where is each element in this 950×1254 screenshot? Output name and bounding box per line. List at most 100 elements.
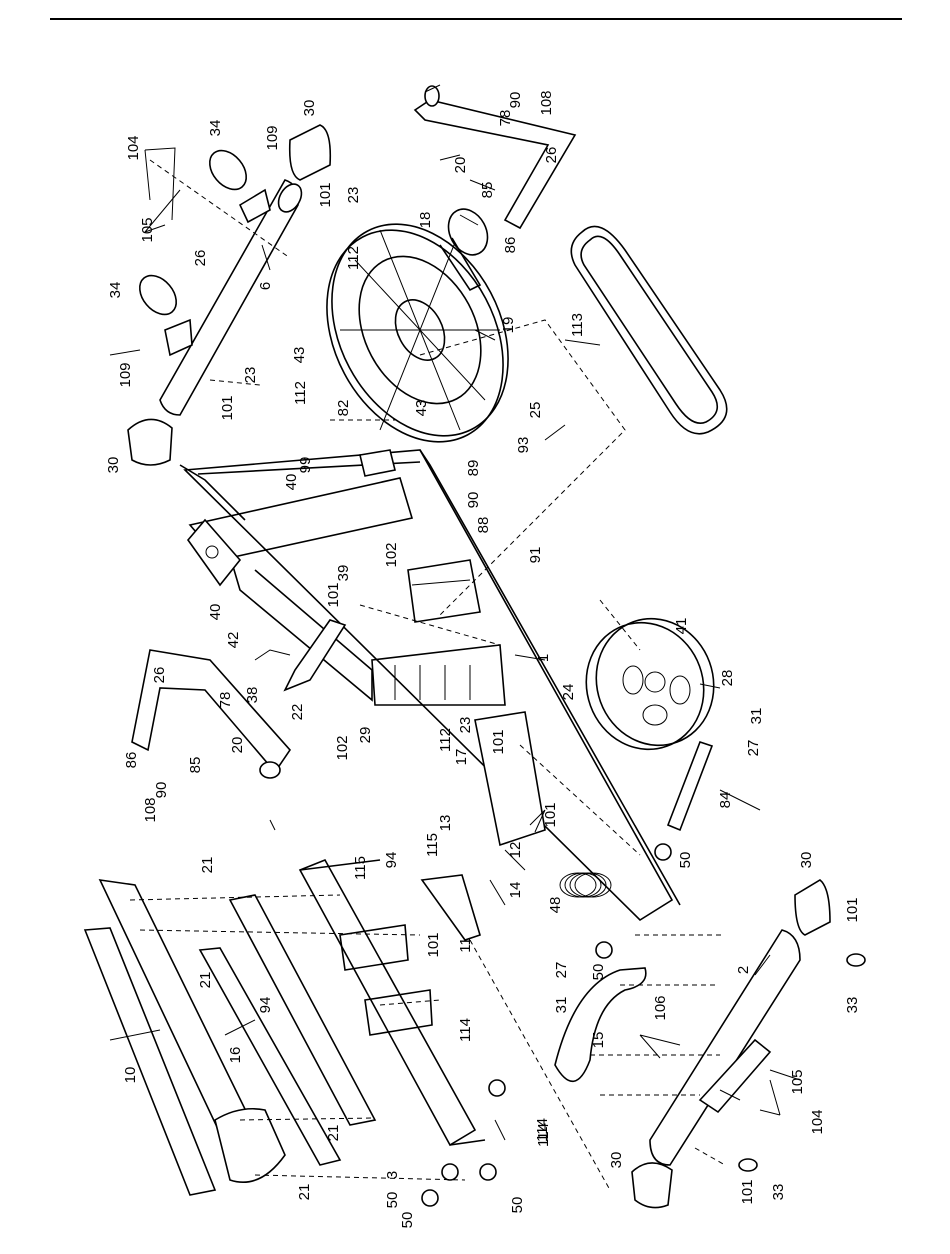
part-callout-33: 33 xyxy=(844,997,861,1014)
part-callout-108: 108 xyxy=(142,797,159,822)
part-callout-6: 6 xyxy=(257,282,274,290)
part-callout-41: 41 xyxy=(673,618,690,635)
part-callout-112: 112 xyxy=(292,381,309,405)
part-callout-50: 50 xyxy=(677,852,694,869)
part-callout-12: 12 xyxy=(507,842,524,859)
part-callout-109: 109 xyxy=(117,362,134,387)
part-callout-101: 101 xyxy=(542,802,559,827)
part-callout-89: 89 xyxy=(465,460,482,477)
part-callout-29: 29 xyxy=(357,727,374,744)
part-callout-38: 38 xyxy=(244,687,261,704)
part-callout-19: 19 xyxy=(500,317,517,334)
part-callout-114: 114 xyxy=(535,1123,552,1147)
part-callout-101: 101 xyxy=(425,932,442,957)
part-callout-39: 39 xyxy=(335,565,352,582)
part-callout-101: 101 xyxy=(490,729,507,754)
part-callout-18: 18 xyxy=(417,212,434,229)
part-callout-86: 86 xyxy=(502,237,519,254)
part-callout-27: 27 xyxy=(745,740,762,757)
part-callout-31: 31 xyxy=(553,997,570,1014)
part-callout-14: 14 xyxy=(507,882,524,899)
part-callout-33: 33 xyxy=(770,1184,787,1201)
part-callout-24: 24 xyxy=(560,684,577,701)
part-callout-102: 102 xyxy=(383,542,400,567)
part-callout-101: 101 xyxy=(317,182,334,207)
part-callout-34: 34 xyxy=(107,282,124,299)
part-callout-48: 48 xyxy=(547,897,564,914)
part-callout-94: 94 xyxy=(383,852,400,869)
belt-part xyxy=(570,225,728,435)
part-callout-42: 42 xyxy=(225,632,242,649)
part-callout-109: 109 xyxy=(264,125,281,150)
top-rule xyxy=(50,18,902,20)
part-callout-85: 85 xyxy=(187,757,204,774)
part-callout-108: 108 xyxy=(538,90,555,115)
part-callout-94: 94 xyxy=(257,997,274,1014)
part-callout-115: 115 xyxy=(424,833,441,857)
part-callout-1: 1 xyxy=(535,654,552,662)
part-callout-78: 78 xyxy=(217,692,234,709)
part-callout-102: 102 xyxy=(334,735,351,760)
part-callout-86: 86 xyxy=(123,752,140,769)
part-callout-10: 10 xyxy=(122,1067,139,1084)
part-callout-93: 93 xyxy=(515,437,532,454)
part-callout-90: 90 xyxy=(465,492,482,509)
part-callout-85: 85 xyxy=(479,182,496,199)
flywheel-part xyxy=(585,617,715,751)
part-callout-101: 101 xyxy=(219,395,236,420)
part-callout-115: 115 xyxy=(352,856,369,880)
part-callout-23: 23 xyxy=(457,717,474,734)
part-callout-13: 13 xyxy=(437,815,454,832)
handle-part xyxy=(554,967,647,1083)
alignment-lines xyxy=(129,159,726,1191)
rail-part xyxy=(83,878,377,1196)
part-callout-16: 16 xyxy=(227,1047,244,1064)
part-callout-82: 82 xyxy=(335,400,352,417)
part-callout-114: 114 xyxy=(457,1018,474,1042)
part-callout-2: 2 xyxy=(735,966,752,974)
part-callout-20: 20 xyxy=(229,737,246,754)
part-callout-21: 21 xyxy=(199,857,216,874)
rocker-link xyxy=(254,619,347,692)
bushings xyxy=(421,843,672,1207)
base-rail-part xyxy=(649,929,801,1166)
rollers xyxy=(138,149,248,316)
shock-part xyxy=(666,740,714,832)
part-callout-23: 23 xyxy=(242,367,259,384)
crank-arm-upper xyxy=(413,84,577,230)
part-callout-43: 43 xyxy=(413,400,430,417)
crank-arm-lower xyxy=(131,649,292,779)
part-callout-21: 21 xyxy=(296,1184,313,1201)
part-callout-43: 43 xyxy=(291,347,308,364)
part-callout-104: 104 xyxy=(125,135,142,160)
part-callout-25: 25 xyxy=(527,402,544,419)
part-callout-50: 50 xyxy=(590,964,607,981)
part-callout-104: 104 xyxy=(809,1109,826,1134)
part-callout-84: 84 xyxy=(717,792,734,809)
part-callout-21: 21 xyxy=(325,1125,342,1142)
part-callout-30: 30 xyxy=(301,100,318,117)
part-callout-113: 113 xyxy=(569,313,586,337)
end-caps xyxy=(127,124,831,1209)
part-callout-20: 20 xyxy=(452,157,469,174)
part-callout-34: 34 xyxy=(207,120,224,137)
part-callout-101: 101 xyxy=(739,1179,756,1204)
part-callout-3: 3 xyxy=(384,1171,401,1179)
part-callout-27: 27 xyxy=(553,962,570,979)
part-callout-26: 26 xyxy=(151,667,168,684)
part-callout-21: 21 xyxy=(197,972,214,989)
part-callout-26: 26 xyxy=(543,147,560,164)
part-callout-101: 101 xyxy=(325,582,342,607)
part-callout-91: 91 xyxy=(527,547,544,564)
stabilizer-part xyxy=(298,858,486,1147)
part-callout-31: 31 xyxy=(748,708,765,725)
part-callout-112: 112 xyxy=(345,246,362,270)
part-callout-88: 88 xyxy=(475,517,492,534)
pulley-part xyxy=(326,223,509,443)
part-callout-114: 114 xyxy=(534,1118,551,1142)
part-callout-90: 90 xyxy=(153,782,170,799)
part-callout-15: 15 xyxy=(590,1032,607,1049)
